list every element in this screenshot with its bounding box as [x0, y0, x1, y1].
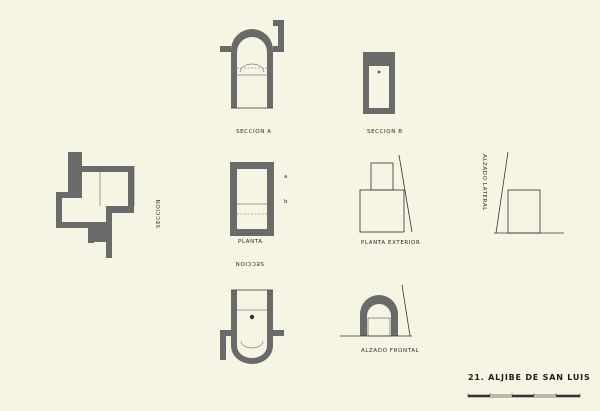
seccion-inverted-drawing	[220, 289, 284, 364]
alzado-lateral-drawing	[494, 151, 564, 234]
seccion-b-drawing	[363, 52, 395, 114]
planta-label: PLANTA	[238, 239, 263, 245]
seccion-a-drawing	[220, 20, 284, 109]
planta-exterior-drawing	[359, 154, 413, 233]
alzado-frontal-label: ALZADO FRONTAL	[361, 348, 420, 354]
planta-exterior-label: PLANTA EXTERIOR	[361, 240, 420, 246]
seccion-b-label: SECCION B	[367, 129, 403, 135]
scale-bar	[467, 393, 581, 398]
seccion-left-drawing	[56, 152, 135, 258]
planta-mark-a: a	[284, 174, 288, 180]
seccion-inverted-label: SECCION	[235, 260, 264, 266]
seccion-left-label: SECCION	[156, 199, 162, 228]
alzado-lateral-label: ALZADO LATERAL	[481, 154, 487, 211]
seccion-a-label: SECCION A	[236, 129, 272, 135]
planta-mark-b: b	[284, 199, 288, 205]
planta-drawing: a b	[230, 162, 288, 236]
alzado-frontal-drawing	[340, 284, 412, 337]
drawing-title: 21. ALJIBE DE SAN LUIS	[468, 373, 591, 382]
